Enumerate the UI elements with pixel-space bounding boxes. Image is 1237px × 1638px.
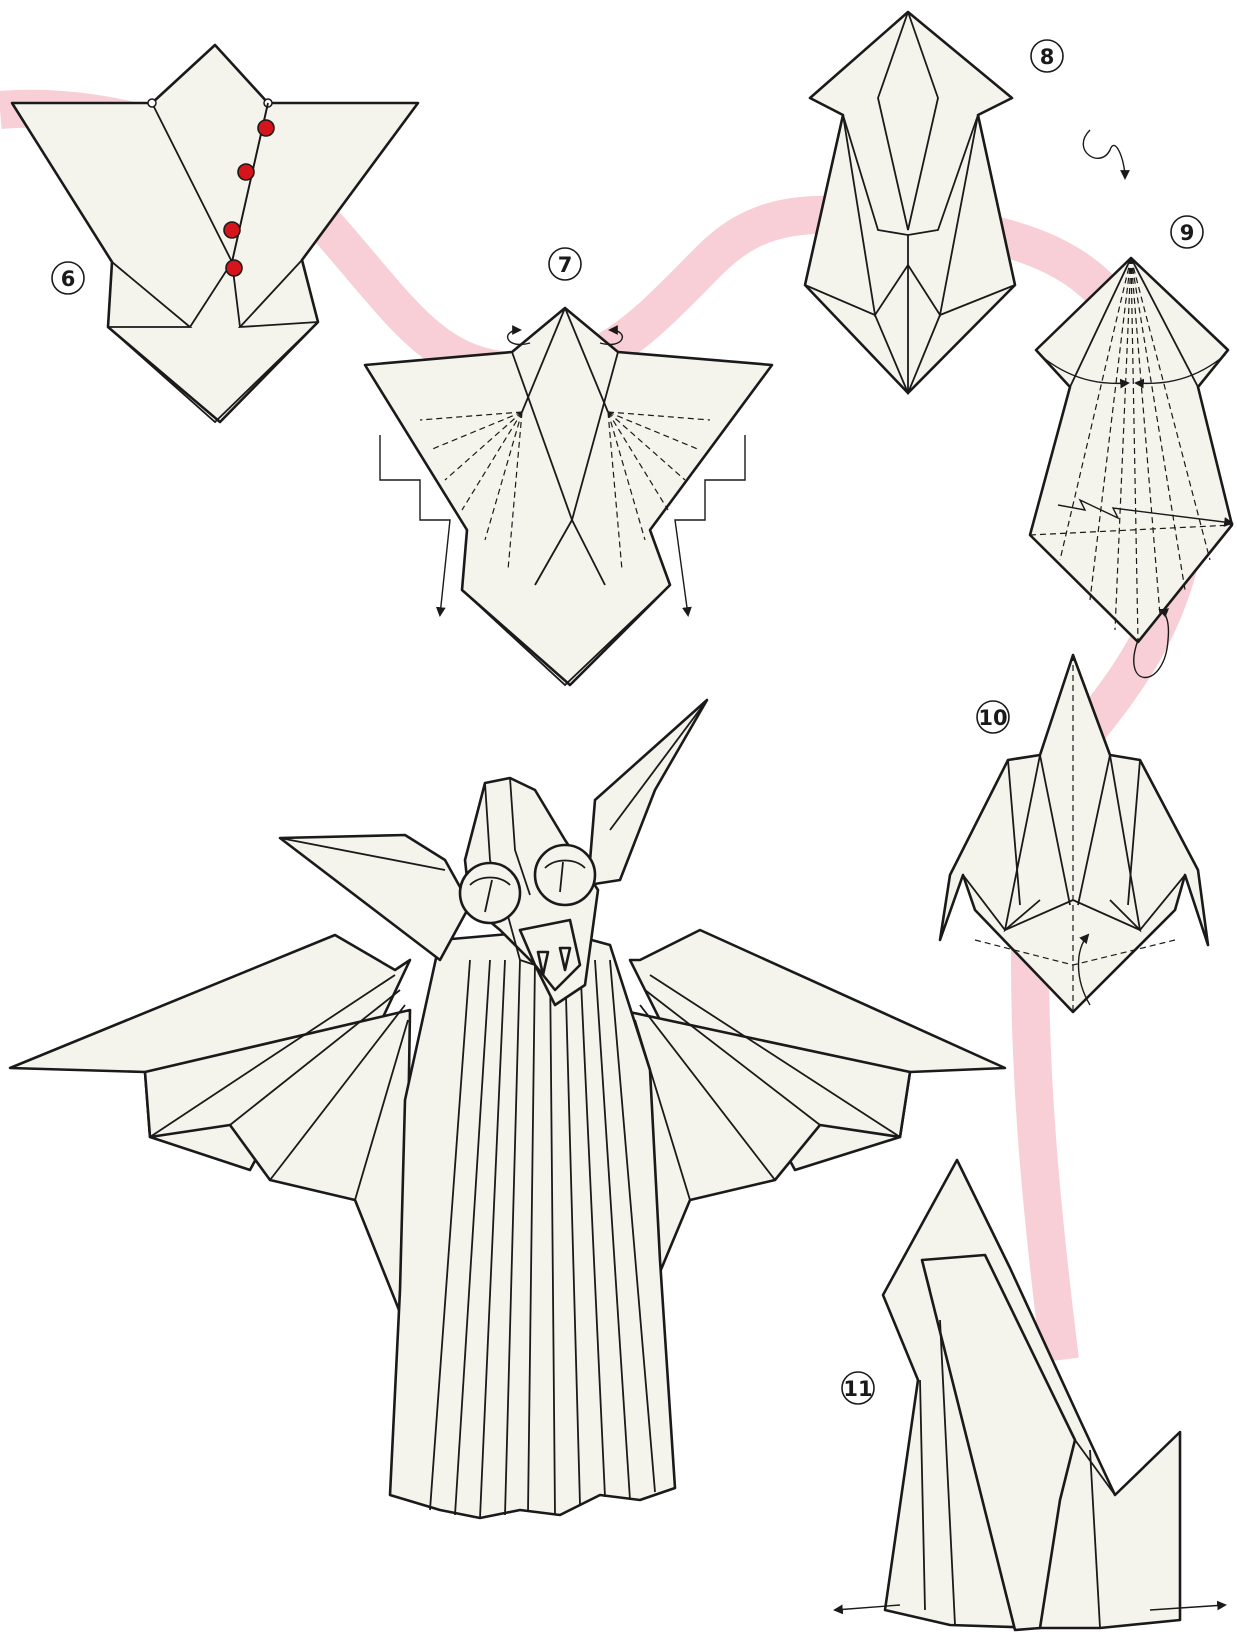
step-11-number: 11 (842, 1372, 874, 1404)
svg-text:10: 10 (978, 706, 1007, 730)
step-7-number: 7 (549, 248, 581, 280)
step-9-figure (1030, 258, 1232, 678)
step-7-figure (365, 308, 772, 685)
svg-text:6: 6 (61, 267, 76, 291)
bat-right-ear (588, 700, 707, 885)
step-9-number: 9 (1171, 216, 1203, 248)
step-8-turn-over-arrow (1083, 130, 1125, 178)
svg-text:7: 7 (558, 253, 573, 277)
step-8-figure (805, 12, 1015, 393)
svg-text:9: 9 (1180, 221, 1195, 245)
step-8-number: 8 (1031, 40, 1063, 72)
svg-text:11: 11 (843, 1377, 872, 1401)
step-6-number: 6 (52, 262, 84, 294)
bat-left-ear (280, 835, 470, 960)
step-10-number: 10 (977, 701, 1009, 733)
bat-right-eye (535, 845, 595, 905)
svg-text:8: 8 (1040, 45, 1055, 69)
